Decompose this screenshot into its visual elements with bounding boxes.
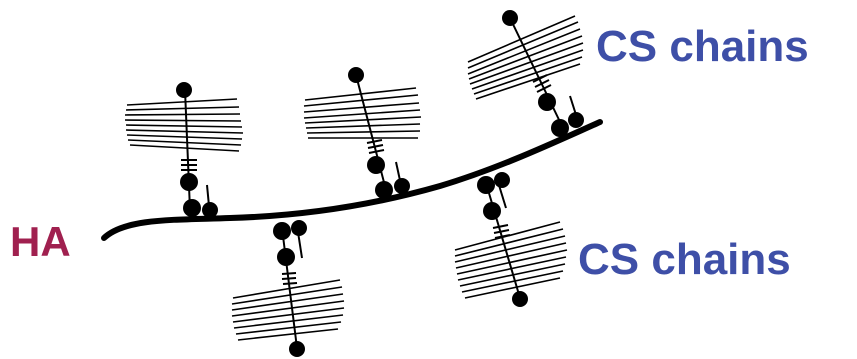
ha-label: HA bbox=[10, 218, 71, 265]
cs-chain-bundle bbox=[125, 99, 243, 151]
linker-ticks bbox=[533, 75, 551, 92]
globular-domains bbox=[348, 67, 410, 199]
proteoglycan-5 bbox=[455, 172, 567, 307]
cs-chain-bundle bbox=[232, 280, 344, 340]
cs-chains-label-bottom: CS chains bbox=[578, 235, 791, 284]
cs-chain-bundle bbox=[468, 16, 583, 99]
linker-ticks bbox=[493, 225, 510, 238]
cs-chain-bundle bbox=[455, 222, 567, 298]
proteoglycan-1 bbox=[125, 82, 243, 218]
linker-ticks bbox=[367, 140, 384, 153]
proteoglycan-4 bbox=[232, 220, 344, 357]
proteoglycan-3 bbox=[468, 10, 584, 137]
cs-chain-bundle bbox=[304, 88, 421, 138]
proteoglycan-2 bbox=[304, 67, 421, 199]
ha-backbone bbox=[104, 122, 600, 238]
cs-chains-label-top: CS chains bbox=[596, 22, 809, 71]
